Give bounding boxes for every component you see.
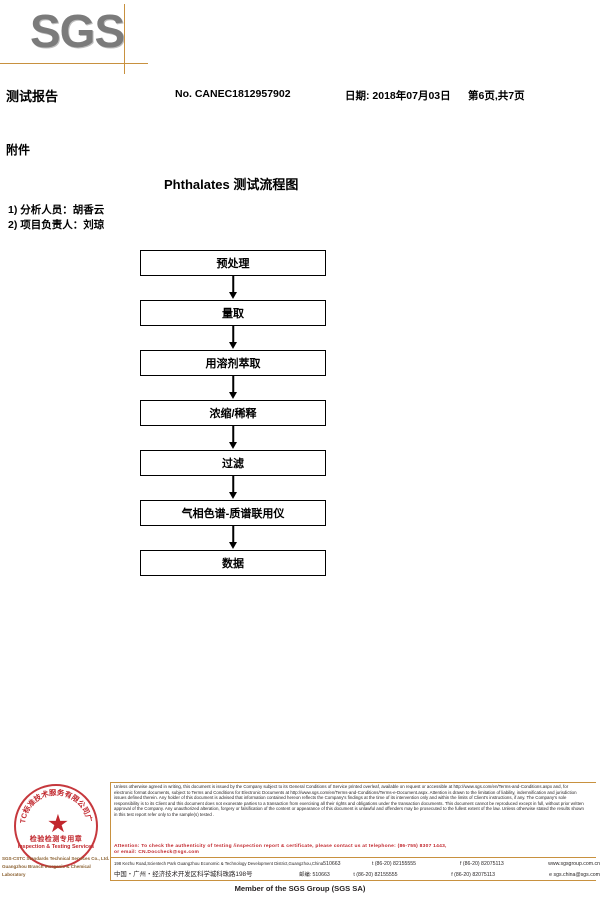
page-indicator: 第6页,共7页	[468, 90, 525, 102]
laboratory-name-line1: SGS-CSTC Standards Technical Services Co…	[2, 856, 110, 861]
laboratory-name: SGS-CSTC Standards Technical Services Co…	[2, 855, 114, 879]
flow-arrow-3	[140, 376, 326, 400]
telephone-en: t (86-20) 82155555	[371, 861, 417, 867]
address-chinese: 中国・广州・经济技术开发区科学城科珠路198号	[114, 870, 253, 878]
fax-cn: f (86-20) 82075113	[451, 871, 496, 878]
flowchart-title: Phthalates 测试流程图	[164, 177, 299, 192]
laboratory-name-line2: Guangzhou Branch Inorganic & Chemical La…	[2, 864, 91, 877]
sgs-group-member-line: Member of the SGS Group (SGS SA)	[234, 884, 366, 893]
flow-arrow-4	[140, 426, 326, 450]
address-english-zip: 510663	[323, 861, 341, 867]
address-block: 198 Kezhu Road,Scientech Park Guangzhou …	[114, 859, 600, 880]
test-flowchart: 预处理 量取 用溶剂萃取 浓缩/稀释 过滤 气相色谱-质谱联用仪 数据	[140, 250, 328, 576]
address-english: 198 Kezhu Road,Scientech Park Guangzhou …	[114, 861, 324, 866]
email-link[interactable]: e sgs.china@sgs.com	[549, 871, 600, 878]
flow-step-pretreatment: 预处理	[140, 250, 326, 276]
address-chinese-zip: 邮编: 510663	[299, 871, 330, 878]
star-icon: ★	[46, 810, 70, 838]
seal-cn-label: 检验检测专用章	[29, 836, 83, 843]
attachment-label: 附件	[6, 143, 31, 157]
header-horizontal-rule	[0, 63, 148, 64]
flow-arrow-2	[140, 326, 326, 350]
flow-step-filtration: 过滤	[140, 450, 326, 476]
flow-arrow-1	[140, 276, 326, 300]
attention-line-1: Attention: To check the authenticity of …	[114, 844, 447, 849]
flow-step-data: 数据	[140, 550, 326, 576]
seal-en-label: Inspection & Testing Services	[17, 844, 95, 850]
footer-vertical-rule	[110, 782, 111, 880]
fax-en: f (86-20) 82075113	[460, 861, 504, 867]
attention-notice: Attention: To check the authenticity of …	[114, 844, 584, 856]
page-title: 测试报告	[6, 89, 59, 104]
seal-outer-circle	[14, 784, 98, 868]
address-row-cn: 中国・广州・经济技术开发区科学城科珠路198号 邮编: 510663 t (86…	[114, 870, 600, 881]
report-titlebar: 测试报告 No. CANEC1812957902 日期: 2018年07月03日…	[0, 86, 600, 106]
flow-step-concentration-dilution: 浓缩/稀释	[140, 400, 326, 426]
website-link[interactable]: www.sgsgroup.com.cn	[548, 861, 600, 867]
telephone-cn: t (86-20) 82155555	[353, 871, 398, 878]
note-project-manager: 2) 项目负责人：刘琼	[8, 219, 105, 231]
report-number: No. CANEC1812957902	[175, 88, 291, 100]
page-header: SGS	[0, 0, 600, 74]
attention-line-2: or email: CN.Doccheck@sgs.com	[114, 850, 200, 855]
flow-step-weighing: 量取	[140, 300, 326, 326]
footer-top-rule	[110, 782, 596, 783]
legal-disclaimer: Unless otherwise agreed in writing, this…	[114, 784, 584, 817]
note-analyst: 1) 分析人员：胡香云	[8, 204, 105, 216]
flow-arrow-5	[140, 476, 326, 500]
sgs-logo: SGS	[30, 5, 125, 57]
footer-bottom-rule	[110, 880, 596, 881]
footer-middle-rule	[110, 857, 596, 858]
flow-step-solvent-extraction: 用溶剂萃取	[140, 350, 326, 376]
flow-step-gcms: 气相色谱-质谱联用仪	[140, 500, 326, 526]
analyst-notes: 1) 分析人员：胡香云 2) 项目负责人：刘琼	[8, 203, 104, 233]
flow-arrow-6	[140, 526, 326, 550]
report-date: 日期: 2018年07月03日	[345, 90, 451, 102]
address-row-en: 198 Kezhu Road,Scientech Park Guangzhou …	[114, 859, 600, 870]
header-vertical-rule	[124, 4, 125, 74]
